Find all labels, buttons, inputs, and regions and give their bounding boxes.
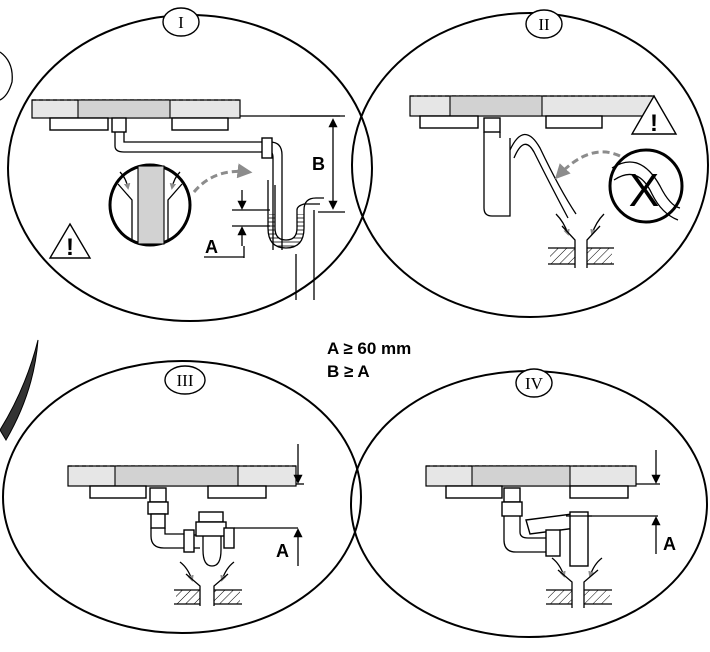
formula-block: A ≥ 60 mm B ≥ A [327,339,411,381]
floor-drain [548,225,614,268]
svg-text:!: ! [66,234,74,261]
svg-text:!: ! [650,110,658,137]
panel-2: II [351,9,709,318]
panel-1-numeral: I [178,13,184,32]
panel-1-numeral-badge: I [162,7,200,37]
panel-2-numeral-badge: II [525,9,563,39]
dimension-a-label: A [663,534,676,554]
curved-arrow-icon [554,150,621,180]
floor-drain [174,573,242,606]
formula-line-2: B ≥ A [327,362,370,381]
panel-4-circle [350,370,708,638]
edge-fragment-curve [0,339,39,441]
p-trap [147,487,298,567]
magnifier-detail [108,163,192,247]
panel-3-numeral-badge: III [164,365,206,395]
panel-3-circle [2,360,362,634]
wrong-mark: X [629,164,660,216]
edge-fragment-top [0,51,13,101]
floor-drain [546,569,612,608]
panel-4: IV A [350,368,708,638]
flat-siphon [501,487,658,567]
dimension-a: A [204,190,270,258]
wrong-hose-detail: X [608,148,684,224]
drain-pipe [111,117,283,250]
panel-1: I [7,7,373,322]
panel-2-circle [351,12,709,318]
sink-countertop [67,465,297,499]
dimension-a: A [651,450,676,554]
dimension-a-label: A [276,541,289,561]
curved-arrow-icon [192,163,253,193]
panel-3: III A [2,360,362,634]
dimension-b-label: B [312,154,325,174]
siphon-trap [267,180,324,300]
panel-4-numeral: IV [525,374,544,393]
dimension-b: B [290,115,345,213]
dimension-a: A [276,444,303,566]
dimension-a-label: A [205,237,218,257]
panel-4-numeral-badge: IV [515,368,553,398]
panel-3-numeral: III [177,371,194,390]
water-flow-arrow-icon [555,213,605,236]
sink-countertop [409,95,655,129]
sink-countertop [425,465,637,499]
panel-2-numeral: II [538,15,550,34]
bottle-trap [483,117,577,219]
warning-triangle-icon: ! [630,94,678,137]
formula-line-1: A ≥ 60 mm [327,339,411,358]
sink-countertop [31,99,241,131]
warning-triangle-icon: ! [48,222,92,261]
